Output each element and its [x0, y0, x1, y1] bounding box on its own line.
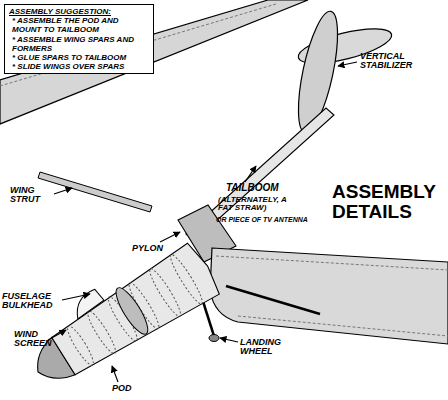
leader-arrow: [245, 166, 256, 182]
part-label: TAILBOOM: [226, 183, 296, 194]
landing-strut: [226, 286, 320, 314]
diagram-title: ASSEMBLY DETAILS: [332, 182, 444, 222]
note-item: * ASSEMBLE WING SPARS AND FORMERS: [9, 35, 149, 53]
leader-arrow: [160, 232, 180, 242]
note-box: ASSEMBLY SUGGESTION:* ASSEMBLE THE POD A…: [4, 4, 154, 74]
fuselage-bulkhead: [111, 284, 153, 338]
leader-arrow: [54, 188, 72, 194]
former: [84, 308, 119, 356]
part-label: (ALTERNATELY, A FAT STRAW): [218, 196, 300, 213]
wing-spar: [238, 316, 448, 336]
note-item: * ASSEMBLE THE POD AND MOUNT TO TAILBOOM: [9, 16, 149, 34]
part-label: OR PIECE OF TV ANTENNA: [216, 216, 336, 223]
wing-spar: [0, 4, 276, 86]
part-label: PYLON: [132, 244, 182, 253]
leader-arrow: [112, 366, 118, 382]
former: [64, 323, 97, 367]
leader-arrow: [220, 338, 238, 342]
leaders: [48, 62, 357, 382]
wing-spar: [216, 256, 448, 270]
note-item: * GLUE SPARS TO TAILBOOM: [9, 53, 149, 62]
former: [167, 252, 206, 306]
part-label: LANDING WHEEL: [240, 338, 300, 357]
note-item: * SLIDE WINGS OVER SPARS: [9, 62, 149, 71]
leader-arrow: [48, 330, 66, 340]
part-label: FUSELAGE BULKHEAD: [2, 292, 64, 311]
part-label: WIND SCREEN: [14, 330, 50, 349]
far-wing: [0, 0, 308, 124]
leader-arrow: [338, 62, 357, 66]
pod: [16, 232, 223, 398]
part-label: POD: [112, 384, 142, 393]
leader-arrow: [62, 294, 90, 300]
wing-strut: [38, 172, 152, 212]
landing-wheel: [209, 335, 219, 342]
note-heading: ASSEMBLY SUGGESTION:: [9, 7, 149, 16]
wind-screen: [69, 288, 105, 319]
part-label: WING STRUT: [10, 186, 54, 205]
near-wing: [210, 248, 448, 344]
pod-body: [48, 241, 224, 382]
part-label: VERTICAL STABILIZER: [360, 52, 444, 71]
former: [146, 266, 184, 319]
